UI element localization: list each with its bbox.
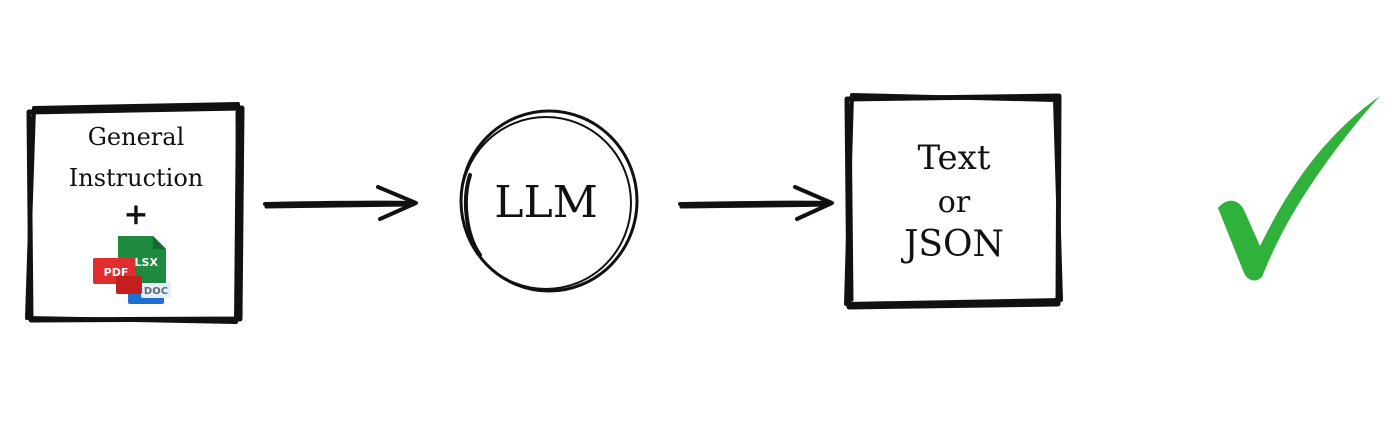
doc-label: DOC [144, 286, 168, 297]
input-label-instruction: Instruction [69, 164, 204, 192]
llm-label: LLM [494, 177, 598, 228]
pdf-label: PDF [104, 266, 129, 279]
document-files-icon: DOC XLSX PDF [93, 236, 171, 304]
arrow-input-to-llm [263, 185, 418, 221]
arrow-llm-to-output [678, 185, 834, 221]
checkmark-icon [1218, 96, 1380, 281]
output-label-or: or [938, 185, 971, 220]
llm-node: LLM [459, 109, 639, 293]
input-box: General Instruction + DOC XLSX PDF [25, 102, 245, 324]
output-box: Text or JSON [844, 93, 1063, 310]
input-label-general: General [88, 123, 185, 151]
output-label-text: Text [918, 138, 991, 178]
output-label-json: JSON [900, 224, 1004, 265]
input-plus-sign: + [123, 197, 148, 232]
